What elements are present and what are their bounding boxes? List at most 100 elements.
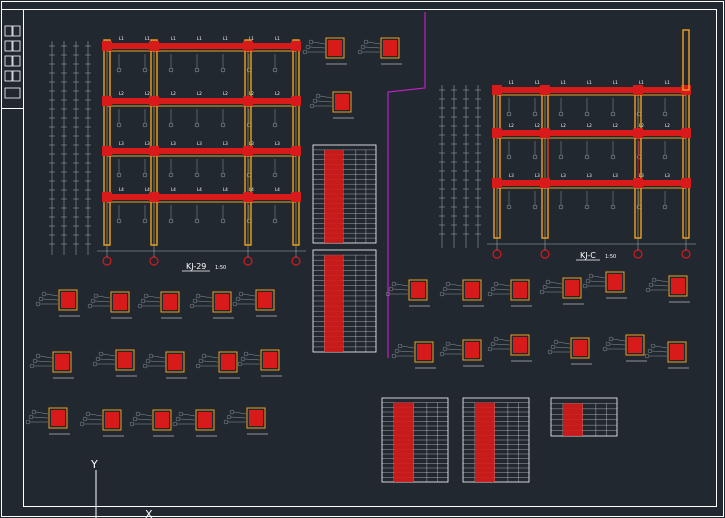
beam-annotation: L4 — [145, 187, 150, 192]
section-tag — [41, 291, 47, 297]
section-tag — [82, 416, 88, 422]
column-section-detail — [129, 409, 174, 437]
section-leader — [239, 298, 256, 301]
section-outline — [52, 351, 72, 373]
frame-label-left: KJ-29 — [186, 262, 206, 271]
section-tag — [28, 414, 34, 420]
beam — [103, 194, 300, 200]
section-leader — [609, 343, 626, 346]
column-section-detail — [142, 351, 187, 379]
joint — [149, 192, 159, 202]
section-tag — [31, 409, 37, 415]
section-leader — [36, 360, 53, 363]
ucs-x-label: X — [145, 508, 153, 518]
leader-tag — [116, 122, 122, 128]
section-core — [263, 352, 277, 368]
section-tag — [140, 298, 146, 304]
section-leader — [546, 286, 563, 289]
section-outline — [212, 291, 232, 313]
section-tag — [189, 303, 195, 309]
beam — [103, 148, 300, 154]
leader-tag — [194, 172, 200, 178]
section-leader — [364, 46, 381, 49]
section-tag — [137, 303, 143, 309]
section-core — [198, 412, 212, 428]
joint — [492, 178, 502, 188]
section-leader — [196, 300, 213, 303]
section-core — [608, 274, 622, 290]
section-tag — [545, 279, 551, 285]
section-tag — [442, 286, 448, 292]
joint — [681, 128, 691, 138]
section-tag — [588, 273, 594, 279]
section-tag — [490, 286, 496, 292]
section-leader — [316, 100, 333, 103]
beam-annotation: L4 — [223, 187, 228, 192]
section-tag — [312, 98, 318, 104]
section-leader — [205, 355, 219, 359]
section-leader — [99, 358, 116, 361]
beam-annotation: L2 — [665, 123, 670, 128]
section-tag — [487, 291, 493, 297]
column-section-detail — [25, 407, 70, 435]
rebar-table — [312, 144, 377, 244]
leader-tag — [168, 172, 174, 178]
joint — [540, 178, 550, 188]
section-outline — [414, 341, 434, 363]
section-leader — [655, 279, 669, 283]
column-section-detail — [539, 277, 584, 305]
section-outline — [115, 349, 135, 371]
beam-annotation: L3 — [613, 173, 618, 178]
joint — [243, 41, 253, 51]
leader-tag — [116, 172, 122, 178]
section-leader — [233, 411, 247, 415]
beam-annotation: L2 — [587, 123, 592, 128]
column-section-detail — [309, 91, 354, 119]
section-tag — [32, 358, 38, 364]
leader-tag — [194, 122, 200, 128]
section-tag — [172, 421, 178, 427]
section-leader — [102, 353, 116, 357]
section-leader — [319, 95, 333, 99]
section-leader — [497, 283, 511, 287]
leader-tag — [662, 204, 668, 210]
section-tag — [198, 358, 204, 364]
leader-tag — [532, 111, 538, 117]
section-tag — [29, 363, 35, 369]
section-leader — [612, 338, 626, 342]
section-outline — [260, 349, 280, 371]
section-tag — [229, 409, 235, 415]
section-tag — [308, 39, 314, 45]
section-tag — [195, 363, 201, 369]
section-leader — [589, 280, 606, 283]
section-tag — [357, 49, 363, 55]
section-core — [417, 344, 431, 360]
section-core — [163, 294, 177, 310]
section-outline — [218, 351, 238, 373]
column-section-detail — [223, 407, 268, 435]
leader-tag — [116, 218, 122, 224]
section-tag — [226, 414, 232, 420]
leader-tag — [506, 204, 512, 210]
section-tag — [238, 291, 244, 297]
section-tag — [38, 296, 44, 302]
section-tag — [35, 301, 41, 307]
beam-annotation: L3 — [275, 141, 280, 146]
section-tag — [391, 281, 397, 287]
section-leader — [309, 46, 326, 49]
beam-cluster — [547, 132, 639, 184]
section-leader — [139, 413, 153, 417]
rebar-table — [462, 397, 530, 483]
section-leader — [652, 284, 669, 287]
section-outline — [510, 334, 530, 356]
leader-tag — [168, 67, 174, 73]
section-tag — [132, 416, 138, 422]
beam-annotation: L1 — [119, 36, 124, 41]
section-core — [51, 410, 65, 426]
section-tag — [178, 411, 184, 417]
section-tag — [487, 346, 493, 352]
leader-tag — [272, 172, 278, 178]
section-core — [565, 280, 579, 296]
